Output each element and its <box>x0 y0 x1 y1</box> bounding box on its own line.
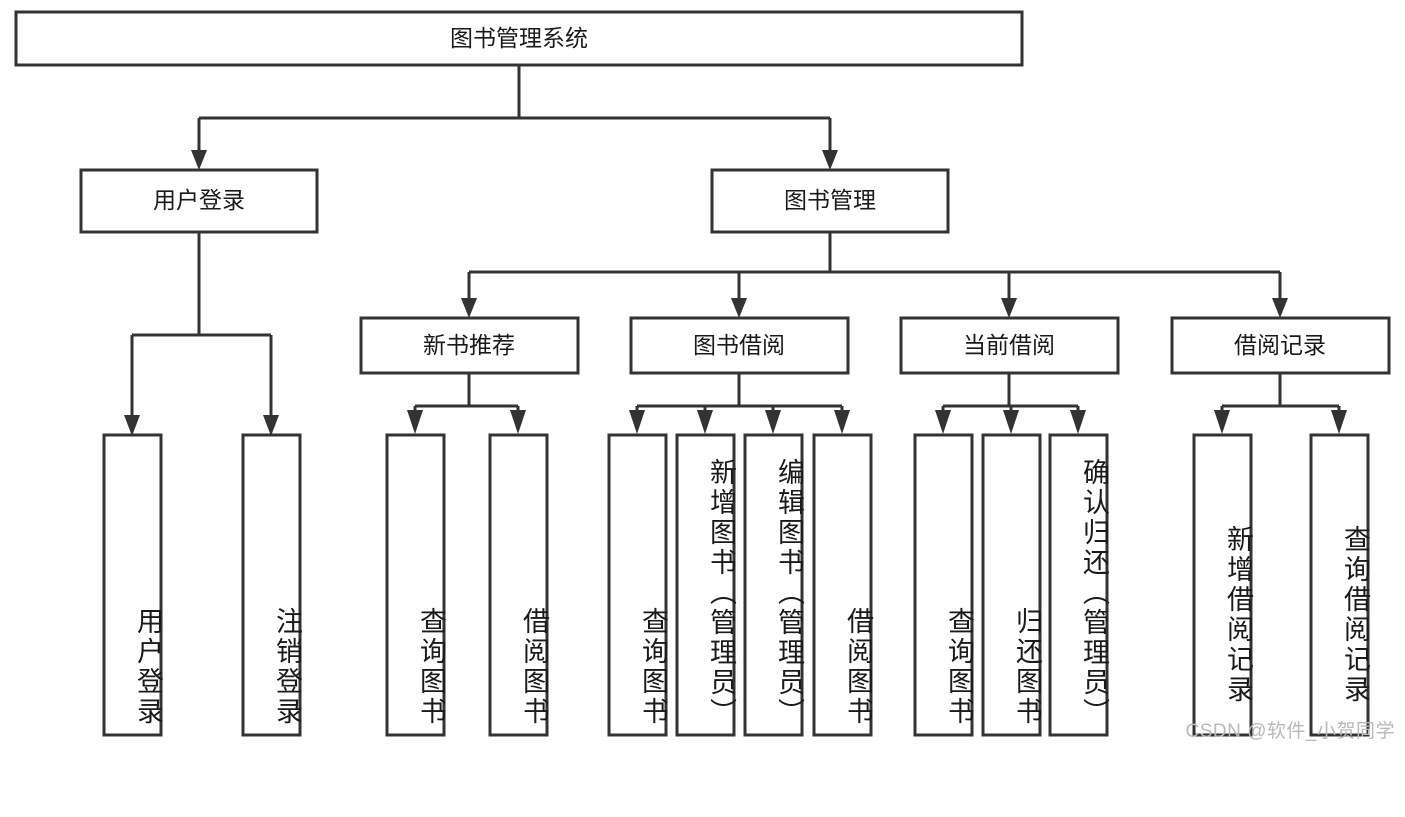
arrow-leaf-confirm-return <box>1070 410 1086 434</box>
node-borrow-record-label: 借阅记录 <box>1234 332 1326 358</box>
leaf-add-book-box[interactable] <box>675 433 736 737</box>
node-user-login-box[interactable] <box>79 168 319 234</box>
node-current-borrow-box[interactable] <box>899 316 1120 375</box>
arrow-leaf-return-book <box>1003 410 1019 434</box>
leaf-query-book-3-box[interactable] <box>913 433 974 737</box>
node-new-book-recommend-box[interactable] <box>359 316 580 375</box>
arrow-to-user-login <box>191 150 207 170</box>
node-root-label: 图书管理系统 <box>450 25 588 51</box>
node-borrow-record-box[interactable] <box>1170 316 1391 375</box>
leaf-borrow-book-1-box[interactable] <box>488 433 549 737</box>
node-root-box[interactable] <box>14 10 1024 67</box>
node-box-group <box>14 10 1391 737</box>
node-book-management-label: 图书管理 <box>784 187 876 213</box>
arrow-leaf-user-logout <box>263 415 279 436</box>
leaf-user-login-box[interactable] <box>102 433 163 737</box>
arrow-leaf-user-login <box>124 415 140 436</box>
leaf-user-logout-box[interactable] <box>241 433 302 737</box>
arrow-leaf-query-book-3 <box>935 410 951 434</box>
node-book-borrow-label: 图书借阅 <box>693 332 785 358</box>
node-user-login-label: 用户登录 <box>153 187 245 213</box>
csdn-watermark: CSDN @软件_小贺同学 <box>1185 721 1395 742</box>
leaf-query-record-box[interactable] <box>1309 433 1370 737</box>
arrow-leaf-add-record <box>1214 410 1230 434</box>
arrow-book-borrow <box>731 298 747 318</box>
node-current-borrow-label: 当前借阅 <box>963 332 1055 358</box>
leaf-borrow-book-2-box[interactable] <box>812 433 873 737</box>
node-book-borrow-box[interactable] <box>629 316 850 375</box>
leaf-return-book-box[interactable] <box>981 433 1042 737</box>
leaf-confirm-return-box[interactable] <box>1048 433 1109 737</box>
arrow-leaf-edit-book <box>765 410 781 434</box>
arrow-new-book-recommend <box>461 298 477 318</box>
leaf-query-book-2-box[interactable] <box>607 433 668 737</box>
node-new-book-recommend-label: 新书推荐 <box>423 332 515 358</box>
horizontal-label-group: 图书管理系统 用户登录 图书管理 新书推荐 图书借阅 当前借阅 借阅记录 <box>153 25 1326 358</box>
connector-group <box>124 65 1347 436</box>
node-book-management-box[interactable] <box>710 168 950 234</box>
arrow-leaf-borrow-book-1 <box>510 410 526 434</box>
arrow-leaf-query-record <box>1331 410 1347 434</box>
arrow-leaf-query-book-1 <box>407 410 423 434</box>
leaf-edit-book-box[interactable] <box>743 433 804 737</box>
arrow-leaf-add-book <box>697 410 713 434</box>
leaf-query-book-1-box[interactable] <box>385 433 446 737</box>
leaf-add-record-box[interactable] <box>1192 433 1253 737</box>
diagram-canvas: 图书管理系统 用户登录 图书管理 新书推荐 图书借阅 当前借阅 借阅记录 <box>14 10 1391 737</box>
arrow-current-borrow <box>1001 298 1017 318</box>
arrow-borrow-record <box>1272 298 1288 318</box>
arrow-leaf-query-book-2 <box>629 410 645 434</box>
arrow-leaf-borrow-book-2 <box>834 410 850 434</box>
diagram-root: 图书管理系统 用户登录 图书管理 新书推荐 图书借阅 当前借阅 借阅记录 用户登… <box>14 10 1395 742</box>
arrow-to-book-management <box>822 150 838 170</box>
